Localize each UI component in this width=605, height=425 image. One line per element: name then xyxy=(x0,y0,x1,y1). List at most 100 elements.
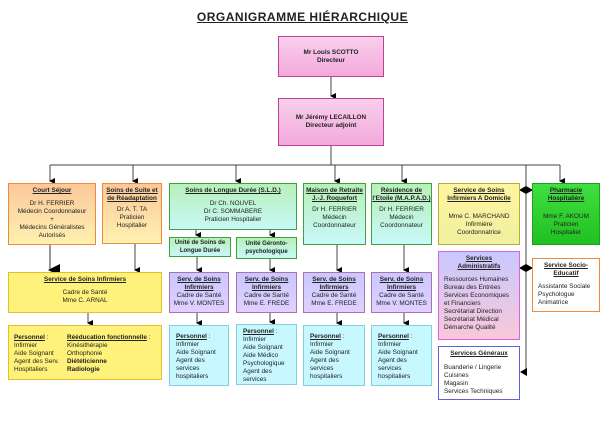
pharmacie-title: Pharmacie Hospitalière xyxy=(547,187,585,202)
unite-geronto-box: Unité Géronto-psychologique xyxy=(236,237,297,259)
text: Diététicienne xyxy=(67,358,107,365)
text: services xyxy=(243,376,267,383)
text: Services Economiques xyxy=(444,292,510,299)
text: Assistante Sociale xyxy=(538,283,591,290)
text: Mme F. AKOUM xyxy=(543,213,589,220)
text: Dr H. FERRIER xyxy=(29,200,75,207)
director-name: Mr Louis SCOTTO xyxy=(303,49,359,56)
text: Secrétariat Direction xyxy=(444,308,502,315)
sld-box: Soins de Longue Durée (S.L.D.) Dr Ch. NO… xyxy=(169,183,297,230)
text: Animatrice xyxy=(538,299,569,306)
text: Agent des xyxy=(378,357,407,364)
text: Mme E. FREDE xyxy=(311,300,357,307)
reeducation-title: Rééducation fonctionnelle xyxy=(67,334,147,341)
text: Infirmier xyxy=(378,341,402,348)
services-administratifs-box: Services Administratifs Ressources Humai… xyxy=(438,251,520,340)
text: Médecin xyxy=(322,214,347,221)
maison-title: Maison de Retraite J.-J. Roquefort xyxy=(306,187,363,202)
socio-title: Service Socio-Educatif xyxy=(543,262,589,277)
text: Bureau des Entrées xyxy=(444,284,501,291)
text: Mme V. MONTES xyxy=(376,300,427,307)
text: services xyxy=(378,365,402,372)
colon: : xyxy=(408,333,413,340)
text: Médecins Généralistes xyxy=(19,224,85,231)
serv-si-title: Serv. de Soins Infirmiers xyxy=(312,276,356,291)
text: services xyxy=(176,365,200,372)
text: Psychologue xyxy=(538,291,575,298)
text: et Financiers xyxy=(444,300,481,307)
text: Infirmier xyxy=(310,341,334,348)
text: Secrétariat Médical xyxy=(444,316,499,323)
residence-title: Résidence de l'Etoile (M.A.P.A.D.) xyxy=(372,187,431,202)
text: Services Techniques xyxy=(444,388,503,395)
text: Agent des Serv. xyxy=(14,358,59,365)
text: Agent des xyxy=(176,357,205,364)
text: Dr C. SOMMABERE xyxy=(203,208,263,215)
text: Mme E. FREDE xyxy=(243,300,290,307)
text: Dr H. FERRIER xyxy=(379,206,424,213)
personnel-title: Personnel xyxy=(243,328,274,335)
page-title: ORGANIGRAMME HIÉRARCHIQUE xyxy=(196,10,409,24)
text: Aide Soignant xyxy=(243,344,283,351)
text: Radiologie xyxy=(67,366,100,373)
text: Magasin xyxy=(444,380,469,387)
colon: : xyxy=(44,334,49,341)
text: Praticien Hospitalier xyxy=(204,216,262,223)
text: Cadre de Santé xyxy=(62,289,108,296)
text: services xyxy=(310,365,334,372)
text: Cadre de Santé xyxy=(311,292,357,299)
adjoint-role: Directeur adjoint xyxy=(305,122,357,129)
text: Dr H. FERRIER xyxy=(312,206,357,213)
sld-title: Soins de Longue Durée (S.L.D.) xyxy=(185,187,281,194)
serv-si-title: Serv. de Soins Infirmiers xyxy=(379,276,424,291)
colon: : xyxy=(340,333,345,340)
socio-educatif-box: Service Socio-Educatif Assistante Social… xyxy=(532,258,600,312)
text: Infirmier xyxy=(14,342,38,349)
text: Infirmier xyxy=(176,341,200,348)
text: Mme C. ARNAL xyxy=(62,297,108,304)
text: Mme V. MONTES xyxy=(173,300,225,307)
text: Agent des xyxy=(310,357,339,364)
text: Cadre de Santé xyxy=(379,292,424,299)
text: Hospitaliers xyxy=(14,366,48,373)
ssi-main-box: Service de Soins Infirmiers Cadre de San… xyxy=(8,272,162,313)
text: Aide Soignant xyxy=(14,350,54,357)
director-role: Directeur xyxy=(316,57,346,64)
adjoint-box: Mr Jérémy LECAILLON Directeur adjoint xyxy=(278,98,384,146)
text: Médecin xyxy=(389,214,414,221)
text: Coordonnateur xyxy=(313,222,356,229)
text: Démarche Qualité xyxy=(444,324,496,331)
text: Cadre de Santé xyxy=(176,292,222,299)
ssiad-box: Service de Soins Infirmiers A Domicile M… xyxy=(438,183,520,245)
text: Orthophonie xyxy=(67,350,103,357)
generaux-title: Services Généraux xyxy=(450,350,508,357)
text: Kinésithérapie xyxy=(67,342,108,349)
director-box: Mr Louis SCOTTO Directeur xyxy=(278,36,384,77)
text: Praticien xyxy=(553,221,579,228)
text: Dr Ch. NOUVEL xyxy=(209,200,257,207)
colon: : xyxy=(206,333,211,340)
text: Aide Soignant xyxy=(176,349,216,356)
text: + xyxy=(50,216,54,223)
text: Coordonnatrice xyxy=(457,229,501,236)
text: Agent des xyxy=(243,368,272,375)
personnel-title: Personnel xyxy=(176,333,207,340)
text: hospitaliers xyxy=(310,373,343,380)
text: Aide Soignant xyxy=(310,349,350,356)
text: Dr A. T. TA xyxy=(116,206,148,213)
text: Praticien xyxy=(119,214,145,221)
ssiad-title: Service de Soins Infirmiers A Domicile xyxy=(447,187,511,202)
personnel-title: Personnel xyxy=(14,334,45,341)
text: hospitaliers xyxy=(378,373,411,380)
text: Hospitalier xyxy=(550,229,582,236)
colon: : xyxy=(146,334,151,341)
text: Psychologique xyxy=(243,360,285,367)
